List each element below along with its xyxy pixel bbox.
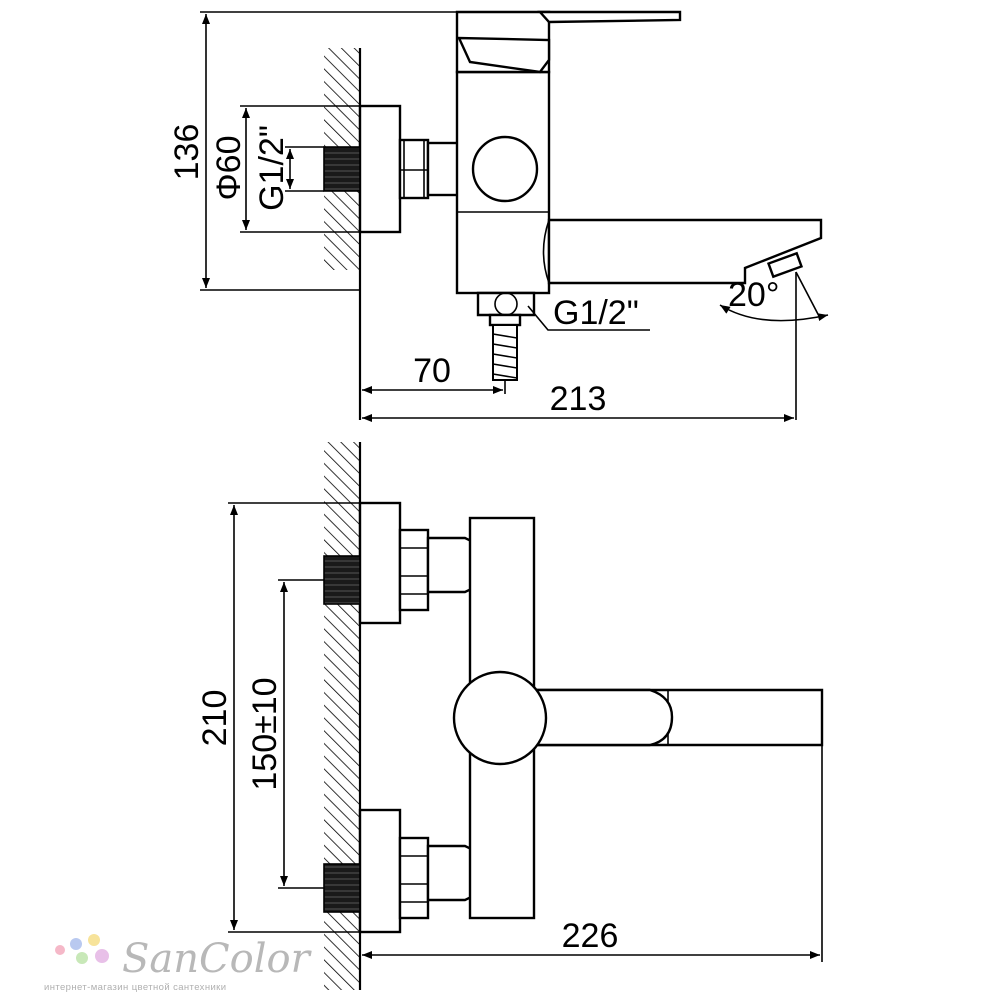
front-diverter-knob (452, 670, 548, 766)
dim-210-label: 210 (196, 690, 234, 747)
front-view: 210 150±10 226 (196, 442, 824, 990)
side-shower-outlet-thread (492, 324, 518, 381)
logo-tagline: интернет-магазин цветной сантехники (44, 982, 226, 993)
front-lower-inlet-thread (323, 863, 361, 913)
sancolor-logo: SanColor интернет-магазин цветной сантех… (44, 934, 313, 993)
side-lever-handle (537, 10, 682, 24)
side-shower-outlet-pipe (488, 313, 522, 327)
dim-g12-outlet-leader (527, 305, 650, 331)
front-upper-inlet-thread (323, 555, 361, 605)
side-view: 136 Φ60 G1/2" G1/2" 20° 70 213 (168, 10, 829, 422)
side-inlet-thread (323, 146, 361, 192)
dim-136-label: 136 (168, 124, 206, 181)
dim-150-label: 150±10 (246, 677, 284, 790)
logo-name: SanColor (122, 936, 313, 982)
logo-dot (88, 934, 100, 946)
logo-dot (70, 938, 82, 950)
front-lever (503, 688, 674, 747)
front-lower-flange (358, 808, 402, 934)
side-shower-outlet-nut (476, 291, 536, 317)
side-wall-flange (358, 104, 402, 234)
side-connector-pipe (426, 141, 460, 197)
side-diverter-knob (471, 135, 539, 203)
side-lever-neck (457, 36, 551, 74)
side-aerator (766, 251, 804, 279)
dim-g12-outlet-label: G1/2" (553, 294, 639, 332)
side-shower-thread-lines (492, 333, 518, 379)
dim-d60-label: Φ60 (210, 136, 248, 201)
front-upper-flange (358, 501, 402, 625)
logo-dot (95, 949, 109, 963)
logo-dot (76, 952, 88, 964)
side-spout-end (542, 219, 550, 284)
dim-angle-arc (719, 304, 829, 322)
front-upper-hex-nut (398, 528, 430, 612)
dim-70-label: 70 (413, 352, 451, 390)
dim-angle-ray (795, 271, 821, 319)
logo-dot (55, 945, 65, 955)
dim-angle-label: 20° (728, 276, 779, 314)
dim-g12-inlet-label: G1/2" (253, 125, 291, 211)
front-lower-hex-nut (398, 836, 430, 920)
dim-213-label: 213 (550, 380, 607, 418)
dim-226-label: 226 (562, 917, 619, 955)
